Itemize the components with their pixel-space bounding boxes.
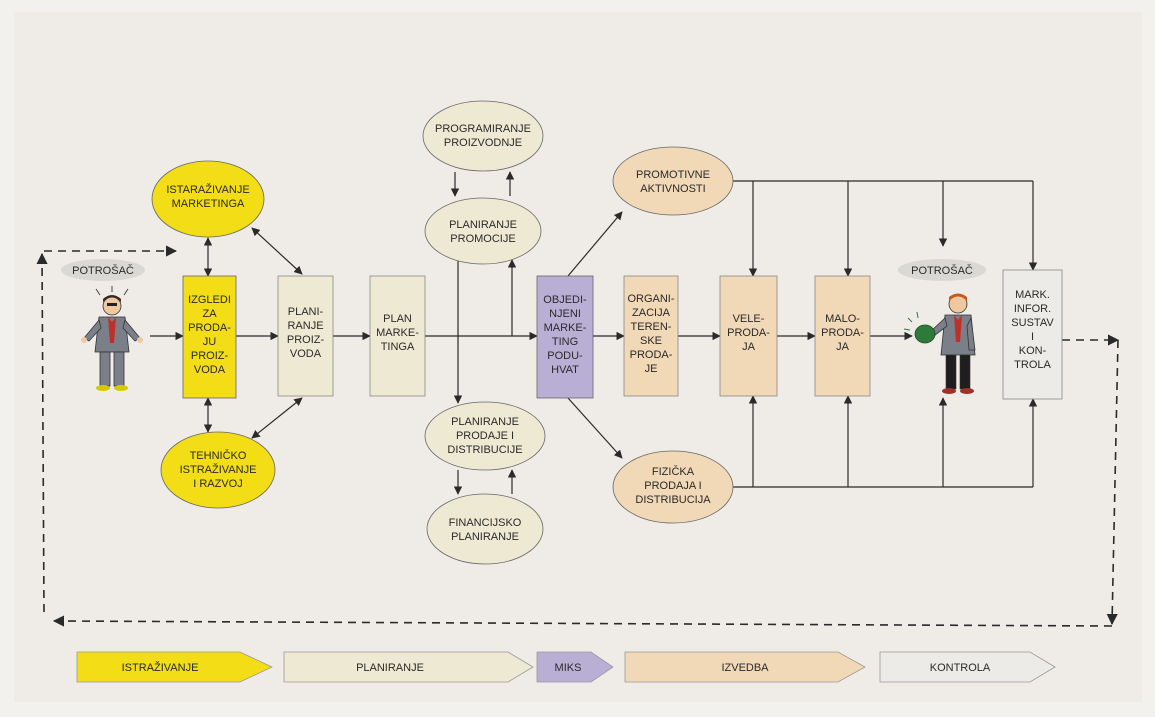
box-line: PROIZ-: [191, 350, 229, 362]
oval-line: PRODAJE I: [456, 430, 514, 442]
box-line: PODU-: [547, 350, 583, 362]
oval-fizicka-prodaja: FIZIČKA PRODAJA I DISTRIBUCIJA: [612, 450, 734, 524]
oval-financijsko-planiranje: FINANCIJSKO PLANIRANJE: [426, 493, 544, 565]
oval-line: PROMOTIVNE: [636, 169, 710, 181]
oval-line: AKTIVNOSTI: [640, 183, 705, 195]
box-line: TINGA: [381, 341, 415, 353]
oval-line: PROIZVODNJE: [444, 137, 522, 149]
svg-text:IZVEDBA: IZVEDBA: [721, 662, 769, 674]
oval-line: FINANCIJSKO: [449, 517, 522, 529]
box-line: JE: [645, 363, 658, 375]
box-line: PRODA-: [630, 349, 673, 361]
box-line: I: [1031, 331, 1034, 343]
oval-line: DISTRIBUCIJE: [447, 444, 522, 456]
box-line: MARKE-: [376, 327, 419, 339]
connectors: [150, 171, 1038, 495]
box-maloprodaja: MALO- PRODA- JA: [814, 275, 871, 397]
box-line: KON-: [1019, 345, 1047, 357]
box-planiranje-proizvoda: PLANI- RANJE PROIZ- VODA: [277, 275, 334, 397]
oval-line: MARKETINGA: [172, 198, 245, 210]
box-line: PRODA-: [727, 327, 770, 339]
oval-line: ISTRAŽIVANJE: [180, 463, 257, 476]
phase-planiranje: PLANIRANJE: [283, 651, 534, 683]
box-line: JA: [836, 341, 850, 353]
box-line: ORGANI-: [627, 293, 674, 305]
box-line: SUSTAV: [1011, 317, 1054, 329]
oval-tehnicko-istrazivanje: TEHNIČKO ISTRAŽIVANJE I RAZVOJ: [160, 431, 276, 509]
box-line: MARKE-: [544, 322, 587, 334]
svg-text:KONTROLA: KONTROLA: [930, 662, 991, 674]
phase-istrazivanje: ISTRAŽIVANJE: [76, 651, 273, 683]
box-line: VODA: [194, 364, 226, 376]
box-line: PRODA-: [821, 327, 864, 339]
svg-text:ISTRAŽIVANJE: ISTRAŽIVANJE: [122, 661, 199, 674]
box-line: JU: [203, 336, 217, 348]
box-line: TING: [552, 336, 578, 348]
feedback-loop: [36, 245, 1120, 627]
box-line: ZA: [202, 308, 217, 320]
phase-miks: MIKS: [536, 651, 614, 683]
box-line: INFOR.: [1014, 303, 1051, 315]
oval-line: PRODAJA I: [644, 480, 701, 492]
consumer-figure-right: [903, 293, 976, 394]
box-line: PROIZ-: [287, 334, 325, 346]
box-line: PLANI-: [288, 306, 324, 318]
phase-kontrola: KONTROLA: [879, 651, 1056, 683]
box-line: HVAT: [551, 364, 579, 376]
box-line: VELE-: [733, 313, 765, 325]
oval-line: PLANIRANJE: [449, 219, 517, 231]
oval-line: PLANIRANJE: [451, 416, 519, 428]
oval-line: I RAZVOJ: [193, 478, 243, 490]
box-line: RANJE: [287, 320, 323, 332]
svg-text:PLANIRANJE: PLANIRANJE: [356, 662, 424, 674]
box-line: PLAN: [383, 313, 412, 325]
box-organizacija-terenske-prodaje: ORGANI- ZACIJA TEREN- SKE PRODA- JE: [623, 275, 679, 397]
box-line: SKE: [640, 335, 662, 347]
oval-promotivne-aktivnosti: PROMOTIVNE AKTIVNOSTI: [612, 146, 734, 216]
box-izgledi: IZGLEDI ZA PRODA- JU PROIZ- VODA: [182, 275, 237, 399]
oval-line: TEHNIČKO: [190, 449, 247, 462]
box-plan-marketinga: PLAN MARKE- TINGA: [369, 275, 426, 397]
oval-planiranje-promocije: PLANIRANJE PROMOCIJE: [424, 197, 542, 265]
box-objedinjeni-marketing: OBJEDI- NJENI MARKE- TING PODU- HVAT: [536, 275, 594, 399]
svg-text:POTROŠAČ: POTROŠAČ: [72, 264, 134, 277]
oval-line: PROMOCIJE: [450, 233, 515, 245]
box-line: MALO-: [825, 313, 860, 325]
svg-text:MIKS: MIKS: [555, 662, 582, 674]
oval-programiranje-proizvodnje: PROGRAMIRANJE PROIZVODNJE: [422, 100, 544, 172]
oval-istrazivanje-marketinga: ISTARAŽIVANJE MARKETINGA: [151, 160, 265, 238]
svg-text:POTROŠAČ: POTROŠAČ: [911, 264, 973, 277]
box-line: NJENI: [549, 308, 581, 320]
oval-line: ISTARAŽIVANJE: [166, 183, 249, 196]
phase-izvedba: IZVEDBA: [624, 651, 866, 683]
box-mark-infor-sustav: MARK. INFOR. SUSTAV I KON- TROLA: [1002, 269, 1063, 400]
box-line: TEREN-: [631, 321, 672, 333]
box-line: ZACIJA: [632, 307, 671, 319]
oval-line: DISTRIBUCIJA: [635, 494, 711, 506]
oval-planiranje-prodaje: PLANIRANJE PRODAJE I DISTRIBUCIJE: [424, 401, 546, 471]
consumer-label-right: POTROŠAČ: [898, 259, 986, 281]
box-line: OBJEDI-: [543, 294, 587, 306]
box-line: TROLA: [1014, 359, 1051, 371]
oval-line: FIZIČKA: [652, 465, 695, 478]
oval-line: PLANIRANJE: [451, 531, 519, 543]
consumer-figure-left: [81, 286, 143, 391]
box-line: JA: [742, 341, 756, 353]
box-line: VODA: [290, 348, 322, 360]
box-veleprodaja: VELE- PRODA- JA: [719, 275, 778, 397]
consumer-label-left: POTROŠAČ: [61, 259, 145, 281]
oval-line: PROGRAMIRANJE: [435, 123, 531, 135]
box-line: IZGLEDI: [188, 294, 231, 306]
box-line: PRODA-: [188, 322, 231, 334]
box-line: MARK.: [1015, 289, 1050, 301]
